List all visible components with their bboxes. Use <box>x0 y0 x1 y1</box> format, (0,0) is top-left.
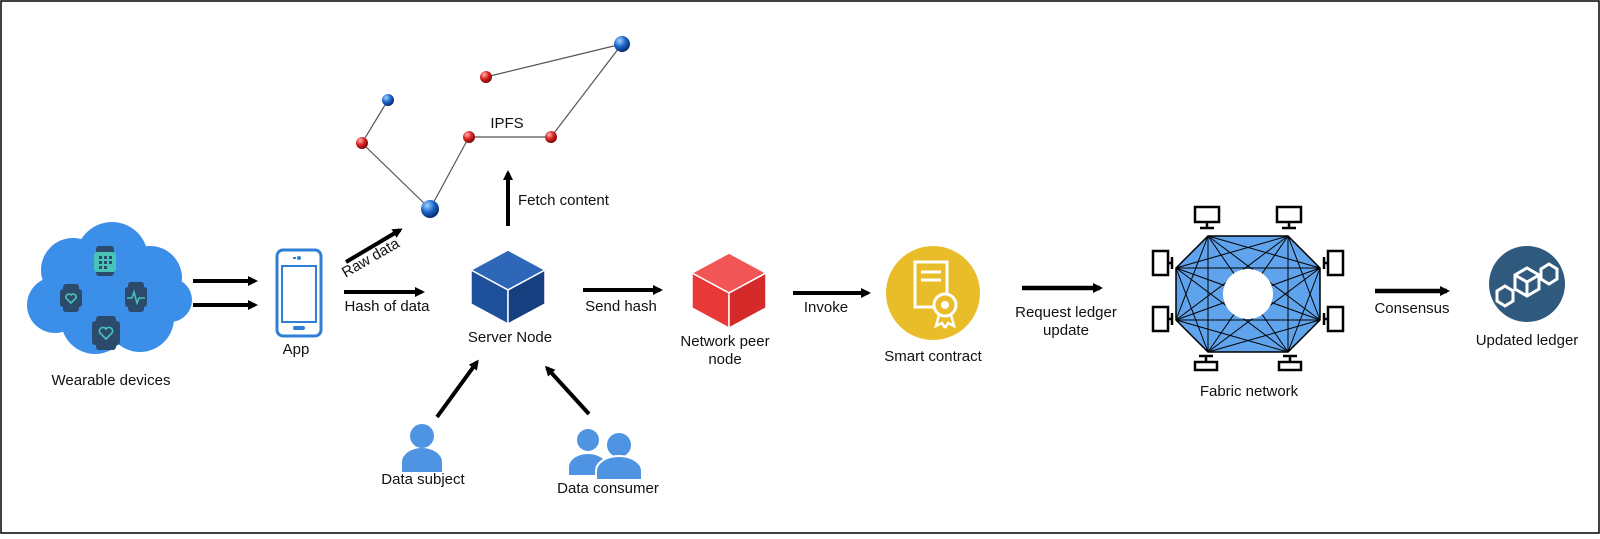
data-subject-label: Data subject <box>381 471 465 488</box>
updated-ledger-label: Updated ledger <box>1476 332 1579 349</box>
ipfs-network-icon <box>356 36 630 218</box>
smartwatch-icon <box>92 316 120 350</box>
hash-of-data-label: Hash of data <box>344 298 430 315</box>
smartwatch-icon <box>125 282 147 312</box>
fabric-network-label: Fabric network <box>1200 383 1299 400</box>
data-consumer-label: Data consumer <box>557 480 659 497</box>
raw-data-arrow <box>344 228 403 264</box>
network-peer-label-line1: Network peer <box>680 333 769 350</box>
server-node-label: Server Node <box>468 329 552 346</box>
request-ledger-label-line1: Request ledger <box>1015 304 1117 321</box>
server-node-cube-icon <box>469 249 547 326</box>
ipfs-label: IPFS <box>490 115 523 132</box>
wearable-devices-label: Wearable devices <box>52 372 171 389</box>
smart-contract-label: Smart contract <box>884 348 982 365</box>
network-peer-label-line2: node <box>708 351 741 368</box>
data-consumer-arrow <box>544 365 591 416</box>
data-subject-arrow <box>435 359 479 419</box>
smartwatch-icon <box>60 284 82 312</box>
certificate-icon <box>886 246 980 340</box>
smartwatch-icon <box>94 246 116 276</box>
wearable-cloud-icon <box>27 222 192 354</box>
fabric-network-icon <box>1151 205 1345 372</box>
request-ledger-label-line2: update <box>1043 322 1089 339</box>
send-hash-label: Send hash <box>585 298 657 315</box>
users-icon <box>569 429 643 481</box>
app-label: App <box>283 341 310 358</box>
user-icon <box>402 424 442 472</box>
consensus-label: Consensus <box>1374 300 1449 317</box>
fetch-content-label: Fetch content <box>518 192 610 209</box>
invoke-label: Invoke <box>804 299 848 316</box>
smartphone-icon <box>275 248 323 338</box>
network-peer-cube-icon <box>690 252 768 330</box>
blockchain-ledger-icon <box>1489 246 1565 322</box>
